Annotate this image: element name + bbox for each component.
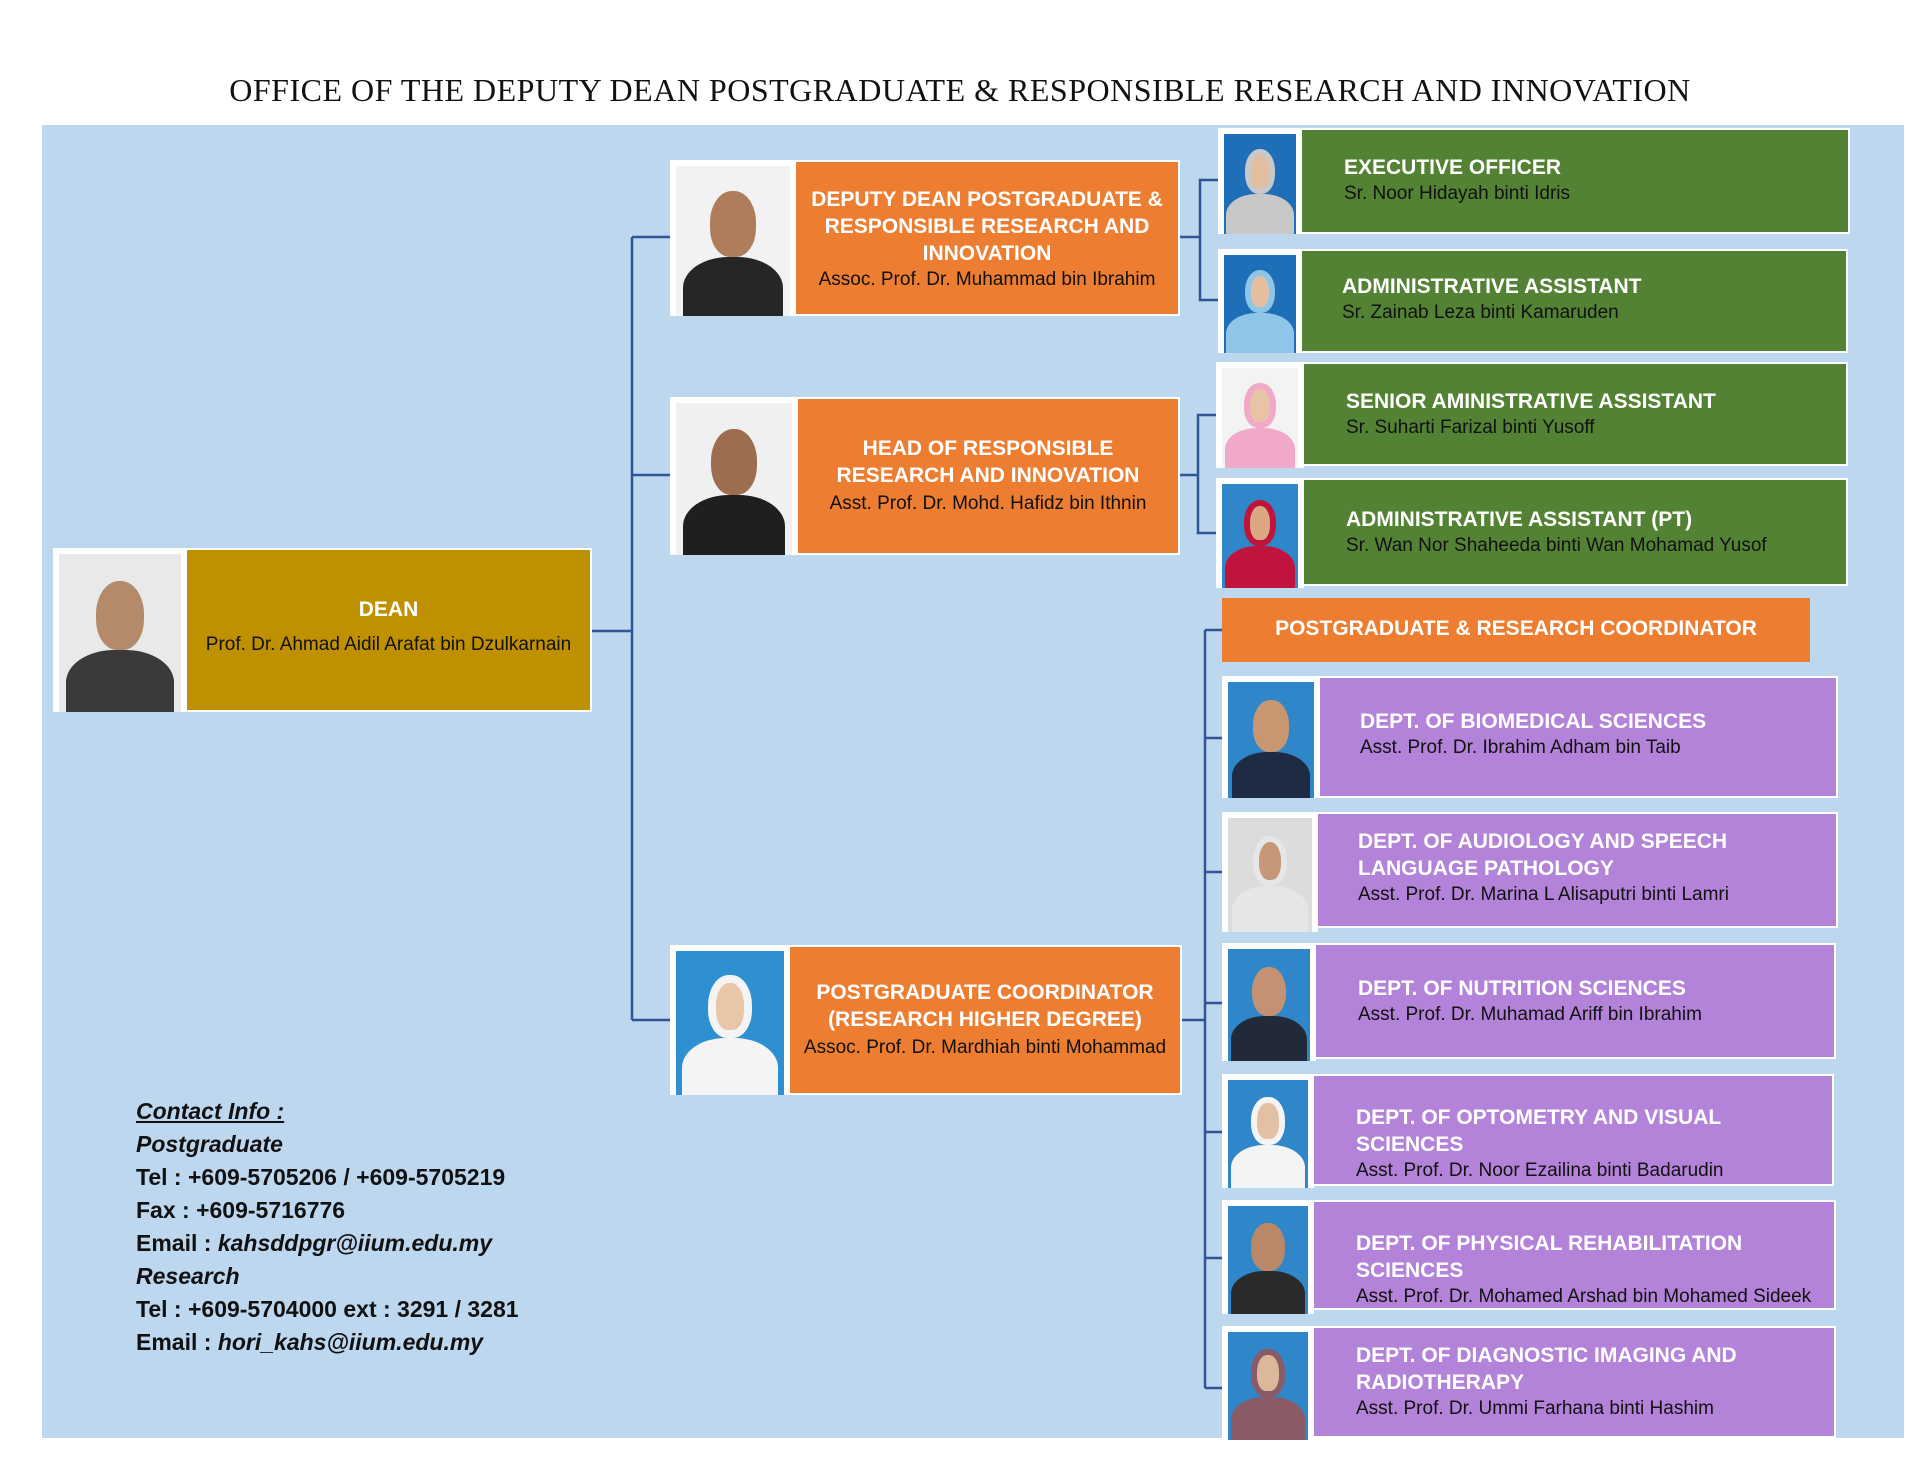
connector-head-staff [1180,415,1216,533]
dept-title-2: DEPT. OF AUDIOLOGY AND SPEECH LANGUAGE P… [1358,828,1836,882]
pg-coordinator-box: POSTGRADUATE COORDINATOR (RESEARCH HIGHE… [788,945,1182,1095]
dept-title-6: DEPT. OF DIAGNOSTIC IMAGING AND RADIOTHE… [1356,1342,1834,1396]
connector-deputy-staff [1180,180,1218,300]
dept-title-3: DEPT. OF NUTRITION SCIENCES [1358,975,1834,1002]
dean-name: Prof. Dr. Ahmad Aidil Arafat bin Dzulkar… [187,632,590,658]
dept-box-6: DEPT. OF DIAGNOSTIC IMAGING AND RADIOTHE… [1312,1326,1836,1438]
coordinator-header-text: POSTGRADUATE & RESEARCH COORDINATOR [1222,615,1810,642]
deputy-dean-name: Assoc. Prof. Dr. Muhammad bin Ibrahim [806,267,1168,293]
dept-photo-3 [1222,943,1316,1061]
dean-box: DEAN Prof. Dr. Ahmad Aidil Arafat bin Dz… [185,548,592,712]
dept-title-1: DEPT. OF BIOMEDICAL SCIENCES [1360,708,1836,735]
dept-name-2: Asst. Prof. Dr. Marina L Alisaputri bint… [1358,882,1836,908]
dept-photo-2 [1222,812,1318,932]
contact-research-email: Email : hori_kahs@iium.edu.my [136,1326,519,1359]
dept-box-3: DEPT. OF NUTRITION SCIENCES Asst. Prof. … [1314,943,1836,1059]
dept-title-4: DEPT. OF OPTOMETRY AND VISUAL SCIENCES [1356,1104,1832,1158]
head-rri-photo [670,397,798,555]
dept-name-3: Asst. Prof. Dr. Muhamad Ariff bin Ibrahi… [1358,1002,1834,1028]
staff-box-3: SENIOR AMINISTRATIVE ASSISTANT Sr. Suhar… [1302,362,1848,466]
contact-postgraduate-label: Postgraduate [136,1128,519,1161]
head-rri-title: HEAD OF RESPONSIBLE RESEARCH AND INNOVAT… [808,435,1168,489]
contact-info: Contact Info : Postgraduate Tel : +609-5… [136,1095,519,1359]
deputy-dean-photo [670,160,796,316]
dept-name-5: Asst. Prof. Dr. Mohamed Arshad bin Moham… [1356,1284,1834,1310]
staff-name-1: Sr. Noor Hidayah binti Idris [1344,181,1848,207]
contact-research-label: Research [136,1260,519,1293]
staff-box-4: ADMINISTRATIVE ASSISTANT (PT) Sr. Wan No… [1302,478,1848,586]
pg-email-link[interactable]: kahsddpgr@iium.edu.my [218,1230,492,1256]
staff-box-2: ADMINISTRATIVE ASSISTANT Sr. Zainab Leza… [1300,249,1848,353]
dept-photo-5 [1222,1200,1314,1314]
dept-box-4: DEPT. OF OPTOMETRY AND VISUAL SCIENCES A… [1312,1074,1834,1186]
staff-name-2: Sr. Zainab Leza binti Kamaruden [1342,300,1846,326]
coordinator-header: POSTGRADUATE & RESEARCH COORDINATOR [1222,598,1810,662]
head-rri-box: HEAD OF RESPONSIBLE RESEARCH AND INNOVAT… [796,397,1180,555]
staff-title-3: SENIOR AMINISTRATIVE ASSISTANT [1346,388,1846,415]
dept-photo-1 [1222,676,1320,798]
contact-heading: Contact Info : [136,1095,519,1128]
contact-research-tel: Tel : +609-5704000 ext : 3291 / 3281 [136,1293,519,1326]
dept-box-1: DEPT. OF BIOMEDICAL SCIENCES Asst. Prof.… [1318,676,1838,798]
pg-coordinator-photo [670,945,790,1095]
staff-name-4: Sr. Wan Nor Shaheeda binti Wan Mohamad Y… [1346,533,1846,559]
dean-photo [53,548,187,712]
research-email-link[interactable]: hori_kahs@iium.edu.my [218,1329,483,1355]
dept-title-5: DEPT. OF PHYSICAL REHABILITATION SCIENCE… [1356,1230,1834,1284]
staff-box-1: EXECUTIVE OFFICER Sr. Noor Hidayah binti… [1300,128,1850,234]
dept-name-1: Asst. Prof. Dr. Ibrahim Adham bin Taib [1360,735,1836,761]
staff-photo-4 [1216,478,1304,588]
staff-title-1: EXECUTIVE OFFICER [1344,154,1848,181]
staff-title-4: ADMINISTRATIVE ASSISTANT (PT) [1346,506,1846,533]
dean-title: DEAN [187,596,590,623]
staff-title-2: ADMINISTRATIVE ASSISTANT [1342,273,1846,300]
dept-box-5: DEPT. OF PHYSICAL REHABILITATION SCIENCE… [1312,1200,1836,1310]
deputy-dean-title: DEPUTY DEAN POSTGRADUATE & RESPONSIBLE R… [806,186,1168,267]
staff-photo-3 [1216,362,1304,468]
dept-photo-4 [1222,1074,1314,1188]
contact-pg-email: Email : kahsddpgr@iium.edu.my [136,1227,519,1260]
head-rri-name: Asst. Prof. Dr. Mohd. Hafidz bin Ithnin [808,491,1168,517]
staff-name-3: Sr. Suharti Farizal binti Yusoff [1346,415,1846,441]
staff-photo-2 [1218,249,1302,353]
dept-name-4: Asst. Prof. Dr. Noor Ezailina binti Bada… [1356,1158,1832,1184]
pg-coordinator-title: POSTGRADUATE COORDINATOR (RESEARCH HIGHE… [798,979,1172,1033]
dept-box-2: DEPT. OF AUDIOLOGY AND SPEECH LANGUAGE P… [1316,812,1838,928]
contact-pg-tel: Tel : +609-5705206 / +609-5705219 [136,1161,519,1194]
contact-pg-fax: Fax : +609-5716776 [136,1194,519,1227]
pg-coordinator-name: Assoc. Prof. Dr. Mardhiah binti Mohammad [798,1035,1172,1061]
dept-photo-6 [1222,1326,1314,1440]
deputy-dean-box: DEPUTY DEAN POSTGRADUATE & RESPONSIBLE R… [794,160,1180,316]
staff-photo-1 [1218,128,1302,234]
dept-name-6: Asst. Prof. Dr. Ummi Farhana binti Hashi… [1356,1396,1834,1422]
